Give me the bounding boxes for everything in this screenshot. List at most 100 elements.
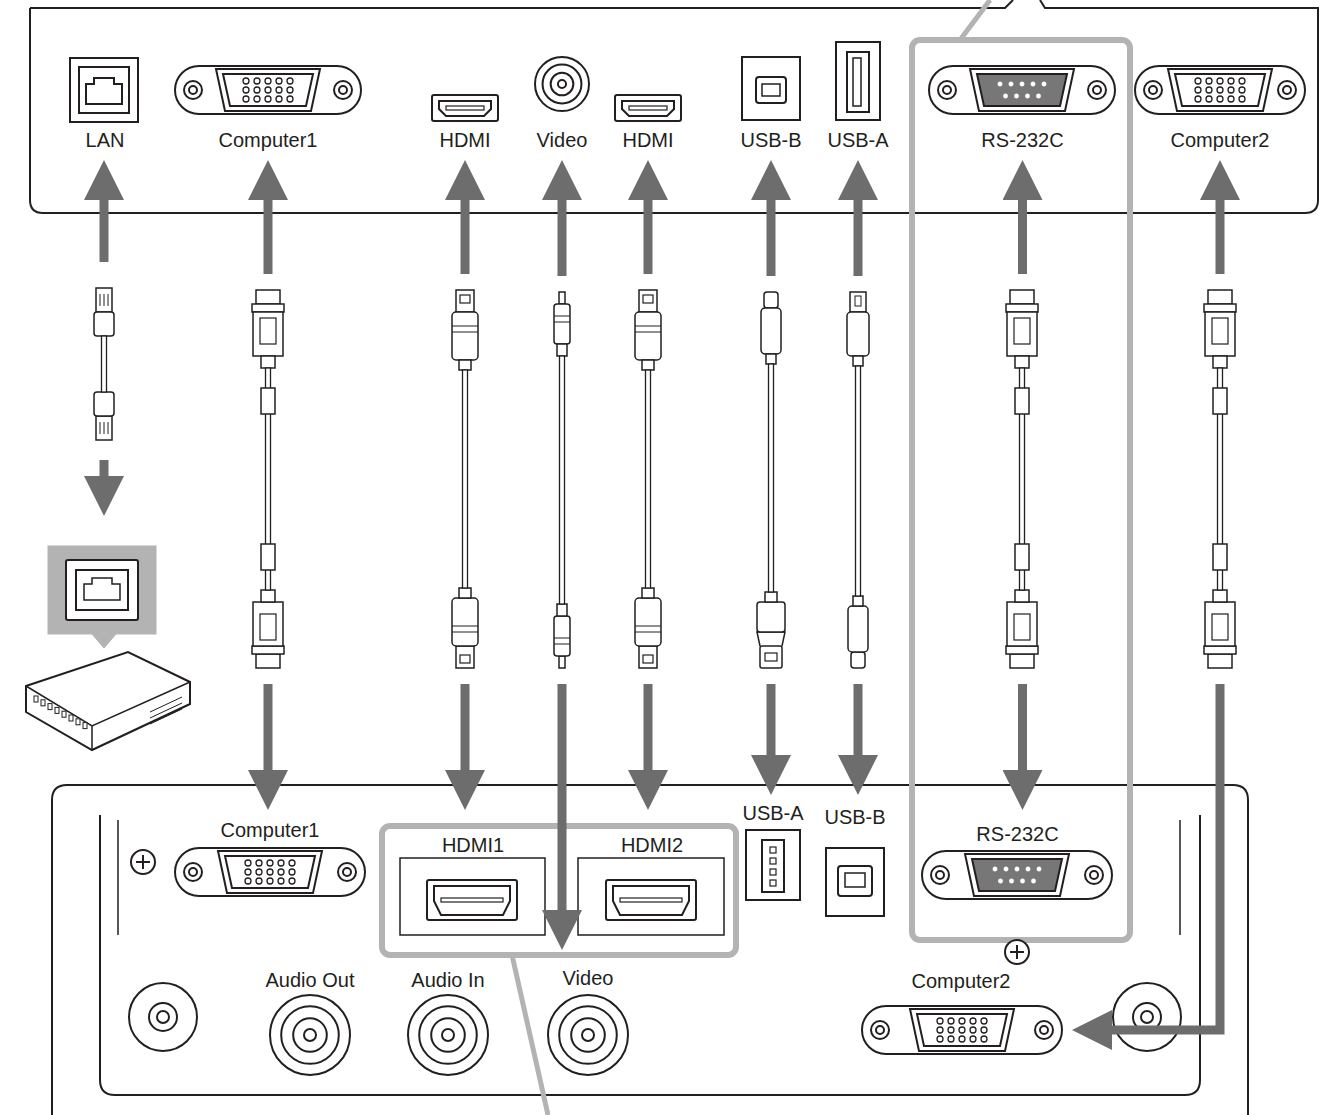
shape <box>1020 879 1024 883</box>
cable <box>1186 274 1254 684</box>
shape <box>917 1014 1007 1046</box>
shape <box>129 983 197 1051</box>
shape <box>931 866 949 884</box>
shape <box>459 360 471 370</box>
shape <box>838 866 872 896</box>
shape <box>175 848 365 896</box>
shape <box>965 854 1069 896</box>
shape <box>765 592 777 602</box>
shape <box>948 1018 954 1024</box>
shape <box>1035 1021 1053 1039</box>
shape <box>1031 82 1035 86</box>
shape <box>1228 96 1234 102</box>
cable-ground <box>737 276 805 684</box>
screw <box>1005 940 1029 964</box>
shape <box>26 652 190 750</box>
shape <box>1239 87 1245 93</box>
shape <box>252 304 284 312</box>
vga-port <box>1135 66 1305 114</box>
shape <box>559 1006 617 1064</box>
port-label-box: Computer1 <box>180 40 356 155</box>
cable-wire <box>463 370 468 588</box>
rca-jack <box>548 995 628 1075</box>
ferrite-core <box>261 544 275 570</box>
shape <box>959 1027 965 1033</box>
port-label: Computer2 <box>912 970 1011 992</box>
shape <box>276 87 282 93</box>
port-label-box: Computer2 <box>1140 40 1300 155</box>
shape <box>845 873 865 887</box>
shape <box>1217 87 1223 93</box>
shape <box>1206 78 1212 84</box>
shape <box>972 859 1062 891</box>
shape <box>223 74 313 106</box>
shape <box>256 878 262 884</box>
shape <box>100 422 108 434</box>
shape <box>1093 86 1101 94</box>
shape <box>1007 602 1037 646</box>
shape <box>441 898 503 902</box>
shape <box>1208 654 1232 668</box>
shape <box>639 646 657 668</box>
cable-ground <box>431 274 499 684</box>
shape <box>243 78 249 84</box>
port-label-box: Video <box>520 40 604 155</box>
shape <box>343 868 351 876</box>
port-label: Computer1 <box>219 129 318 151</box>
vga-port <box>175 848 365 896</box>
shape <box>764 292 778 308</box>
shape <box>1195 87 1201 93</box>
port-label: USB-B <box>740 129 801 151</box>
shape <box>276 78 282 84</box>
shape <box>615 95 681 121</box>
shape <box>1090 871 1098 879</box>
shape <box>1025 94 1029 98</box>
shape <box>1036 94 1040 98</box>
shape <box>993 867 997 871</box>
shape <box>287 78 293 84</box>
cable-ground <box>234 274 302 684</box>
shape <box>1020 82 1024 86</box>
shape <box>910 1009 1014 1051</box>
shape <box>287 87 293 93</box>
shape <box>642 588 654 598</box>
leader-line <box>512 955 548 1115</box>
shape <box>757 602 785 632</box>
shape <box>948 1036 954 1042</box>
shape <box>439 101 491 116</box>
ferrite-core <box>1213 544 1227 570</box>
shape <box>1195 78 1201 84</box>
shape <box>970 1027 976 1033</box>
shape <box>643 295 653 303</box>
serial-port <box>922 851 1112 899</box>
shape <box>254 87 260 93</box>
shape <box>1003 94 1007 98</box>
shape <box>543 65 582 104</box>
shape <box>1228 78 1234 84</box>
shape <box>770 858 776 864</box>
shape <box>936 871 944 879</box>
shape <box>278 869 284 875</box>
shape <box>853 58 861 106</box>
shape <box>149 1003 177 1031</box>
shape <box>339 86 347 94</box>
shape <box>245 869 251 875</box>
shape <box>851 652 865 668</box>
shape <box>571 1018 605 1052</box>
shape <box>452 626 478 632</box>
shape <box>86 78 122 104</box>
port-label: HDMI <box>622 129 673 151</box>
shape <box>1208 290 1232 304</box>
cable-wire <box>102 336 107 392</box>
shape <box>1135 66 1305 114</box>
panel-inset <box>100 815 1200 1095</box>
shape <box>79 67 129 113</box>
shape <box>635 598 661 646</box>
shape <box>770 869 776 875</box>
shape <box>622 101 674 116</box>
port-label: Video <box>537 129 588 151</box>
port-label: Computer2 <box>1171 129 1270 151</box>
highlight-frame <box>912 40 1130 940</box>
shape <box>761 308 781 354</box>
hdmi-port <box>606 880 696 920</box>
